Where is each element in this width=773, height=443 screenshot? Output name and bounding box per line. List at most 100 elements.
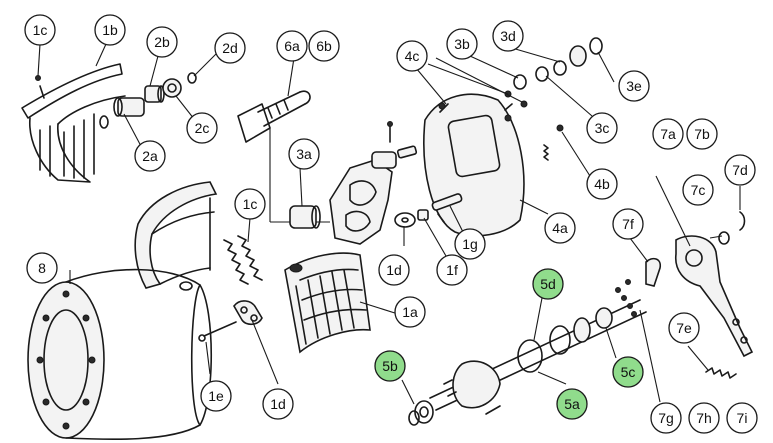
- callout-label: 5b: [382, 358, 398, 374]
- callout-circle: [650, 402, 682, 434]
- callout-circle: [134, 140, 166, 172]
- callout-label: 1d: [386, 262, 402, 278]
- callout-7b: 7b: [686, 118, 718, 150]
- callout-5b-highlighted: 5b: [374, 350, 406, 382]
- brake-shoe-top-left: [21, 63, 126, 183]
- callout-2b: 2b: [146, 26, 178, 58]
- pin-1e: [198, 321, 237, 342]
- callout-label: 1c: [243, 196, 258, 212]
- callout-circle: [26, 252, 58, 284]
- callout-1c: 1c: [24, 14, 56, 46]
- pin-1f: [417, 209, 429, 221]
- callout-circle: [374, 350, 406, 382]
- callout-label: 7i: [737, 410, 748, 426]
- callout-7c: 7c: [682, 174, 714, 206]
- callout-7g: 7g: [650, 402, 682, 434]
- callout-7i: 7i: [726, 402, 758, 434]
- brake-shoe-1a: [284, 252, 371, 354]
- callout-2c: 2c: [186, 112, 218, 144]
- callout-label: 3e: [626, 78, 642, 94]
- callout-4b: 4b: [586, 168, 618, 200]
- callout-3c: 3c: [586, 112, 618, 144]
- callout-circle: [288, 138, 320, 170]
- callout-label: 1d: [270, 396, 286, 412]
- washer-3b: [513, 74, 527, 90]
- callout-circle: [668, 312, 700, 344]
- callout-circle: [454, 228, 486, 260]
- bushing-3a: [289, 205, 321, 229]
- callout-label: 1f: [446, 262, 458, 278]
- callout-label: 7d: [732, 162, 748, 178]
- washer-5b: [408, 400, 434, 426]
- callout-6a: 6a: [276, 30, 308, 62]
- callout-circle: [200, 380, 232, 412]
- callout-3b: 3b: [446, 28, 478, 60]
- callout-circle: [446, 28, 478, 60]
- callout-7d: 7d: [724, 154, 756, 186]
- lever-7f: [645, 257, 662, 287]
- callout-circle: [492, 20, 524, 52]
- callout-circle: [234, 188, 266, 220]
- bolt-top: [387, 121, 418, 159]
- callout-label: 3a: [296, 146, 312, 162]
- callout-label: 8: [38, 260, 46, 276]
- callout-7e: 7e: [668, 312, 700, 344]
- callout-label: 4b: [594, 176, 610, 192]
- anchor-pin-2a: [99, 97, 145, 129]
- callout-circle: [378, 254, 410, 286]
- callout-label: 7f: [622, 216, 634, 232]
- callout-circle: [394, 296, 426, 328]
- callout-label: 1b: [102, 22, 118, 38]
- callout-circle: [726, 402, 758, 434]
- callout-circle: [586, 168, 618, 200]
- callout-label: 2c: [195, 120, 210, 136]
- callout-circle: [652, 118, 684, 150]
- callout-circle: [682, 174, 714, 206]
- callout-circle: [688, 402, 720, 434]
- callout-circle: [146, 26, 178, 58]
- callout-circle: [94, 14, 126, 46]
- callout-label: 7a: [660, 126, 676, 142]
- brake-shoe-left: [134, 181, 218, 291]
- callout-4a: 4a: [544, 212, 576, 244]
- callout-5c-highlighted: 5c: [612, 356, 644, 388]
- callout-label: 2d: [222, 40, 238, 56]
- callout-1d: 1d: [262, 388, 294, 420]
- callout-1d: 1d: [378, 254, 410, 286]
- callout-label: 3b: [454, 36, 470, 52]
- callout-circle: [186, 112, 218, 144]
- callout-1a: 1a: [394, 296, 426, 328]
- camshaft-kit-5: [429, 279, 647, 415]
- dust-shield-4a: [423, 93, 525, 237]
- spider-bracket: [329, 151, 397, 245]
- callout-circle: [308, 30, 340, 62]
- callout-4c: 4c: [396, 40, 428, 72]
- callout-label: 7e: [676, 320, 692, 336]
- callout-1c: 1c: [234, 188, 266, 220]
- ring-2d: [187, 72, 197, 84]
- callout-label: 1c: [33, 22, 48, 38]
- washer-3c: [535, 66, 549, 82]
- callout-7h: 7h: [688, 402, 720, 434]
- callout-label: 4c: [405, 48, 420, 64]
- callout-label: 2b: [154, 34, 170, 50]
- callout-3e: 3e: [618, 70, 650, 102]
- seal-3e: [569, 37, 603, 67]
- callout-label: 7b: [694, 126, 710, 142]
- callout-label: 2a: [142, 148, 158, 164]
- clip-7d: [739, 211, 746, 231]
- callout-label: 5d: [540, 276, 556, 292]
- callout-circle: [686, 118, 718, 150]
- link-1d-bottom: [233, 300, 263, 326]
- callout-1g: 1g: [454, 228, 486, 260]
- callout-5a-highlighted: 5a: [556, 388, 588, 420]
- callout-label: 7c: [691, 182, 706, 198]
- callout-circle: [618, 70, 650, 102]
- callout-circle: [262, 388, 294, 420]
- spring-1c: [223, 235, 263, 285]
- callout-label: 3d: [500, 28, 516, 44]
- callout-circle: [24, 14, 56, 46]
- callout-circle: [612, 208, 644, 240]
- bushing-2c: [162, 78, 182, 98]
